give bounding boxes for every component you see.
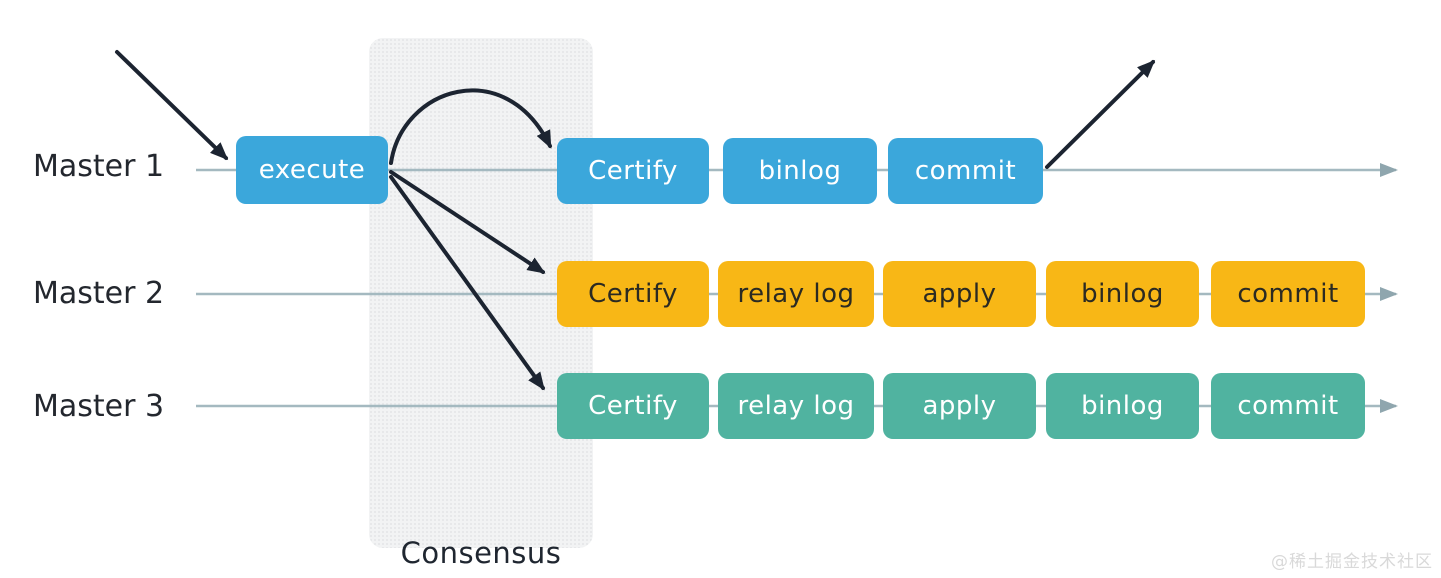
step-box-certify-m2: Certify (557, 261, 709, 327)
step-box-relaylog-m2: relay log (718, 261, 874, 327)
outgoing-arrow (1045, 59, 1156, 169)
step-box-relaylog-m3: relay log (718, 373, 874, 439)
step-box-commit-m3: commit (1211, 373, 1365, 439)
step-box-commit-m2: commit (1211, 261, 1365, 327)
step-box-certify-m3: Certify (557, 373, 709, 439)
watermark-text: @稀土掘金技术社区 (1271, 552, 1433, 572)
step-box-apply-m3: apply (883, 373, 1036, 439)
step-box-binlog-m2: binlog (1046, 261, 1199, 327)
consensus-label: Consensus (400, 536, 562, 570)
step-box-binlog-m1: binlog (723, 138, 877, 204)
step-box-binlog-m3: binlog (1046, 373, 1199, 439)
step-box-certify-m1: Certify (557, 138, 709, 204)
lane-label-master3: Master 3 (33, 389, 165, 424)
lane-label-master1: Master 1 (33, 149, 165, 184)
step-box-apply-m2: apply (883, 261, 1036, 327)
step-box-commit-m1: commit (888, 138, 1043, 204)
lane-label-master2: Master 2 (33, 276, 165, 311)
step-box-execute-m1: execute (236, 136, 388, 204)
incoming-arrow (115, 50, 229, 161)
